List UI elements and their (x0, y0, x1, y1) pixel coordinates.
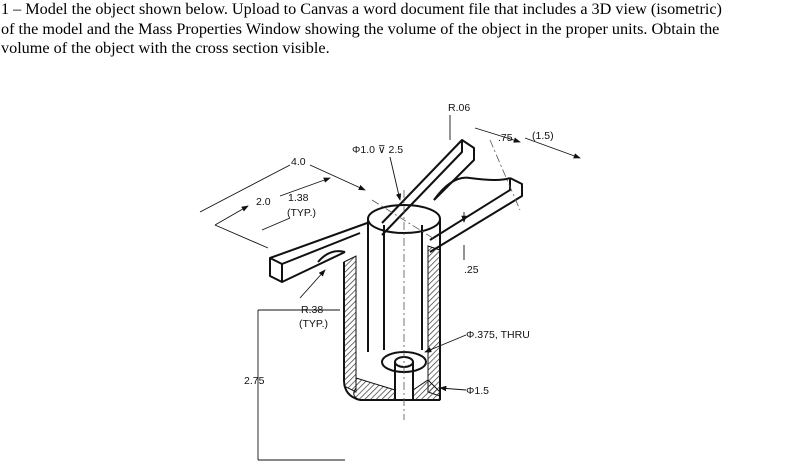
dim-r06: R.06 (448, 102, 470, 114)
dim-1-38: 1.38 (288, 192, 309, 204)
instructions-line-2: of the model and the Mass Properties Win… (1, 19, 720, 38)
section-hatching (343, 245, 441, 401)
dim-typ-2: (TYP.) (299, 318, 328, 330)
dim-r38: R.38 (301, 304, 323, 316)
dim-2-75: 2.75 (244, 375, 265, 387)
dimension-labels: R.06 .75 (1.5) Φ1.0 ⊽ 2.5 4.0 2.0 1.38 (… (244, 102, 554, 397)
dim-dia-375: Φ.375, THRU (466, 329, 530, 341)
dim-25: .25 (464, 264, 479, 276)
instructions-line-1: 1 – Model the object shown below. Upload… (1, 0, 722, 18)
dim-typ-1: (TYP.) (287, 207, 316, 219)
instructions-text: 1 – Model the object shown below. Upload… (1, 0, 805, 59)
instructions-line-3: volume of the object with the cross sect… (1, 39, 330, 57)
dim-dia-1-0: Φ1.0 ⊽ 2.5 (352, 144, 403, 156)
dim-75: .75 (498, 132, 513, 144)
dim-2-0: 2.0 (256, 196, 271, 208)
center-lines (371, 139, 521, 420)
dim-4-0: 4.0 (291, 156, 306, 168)
part-outline (269, 139, 523, 401)
dimension-lines (199, 115, 581, 461)
dim-1-5-ref: (1.5) (532, 130, 554, 142)
dim-dia-1-5: Φ1.5 (466, 385, 489, 397)
